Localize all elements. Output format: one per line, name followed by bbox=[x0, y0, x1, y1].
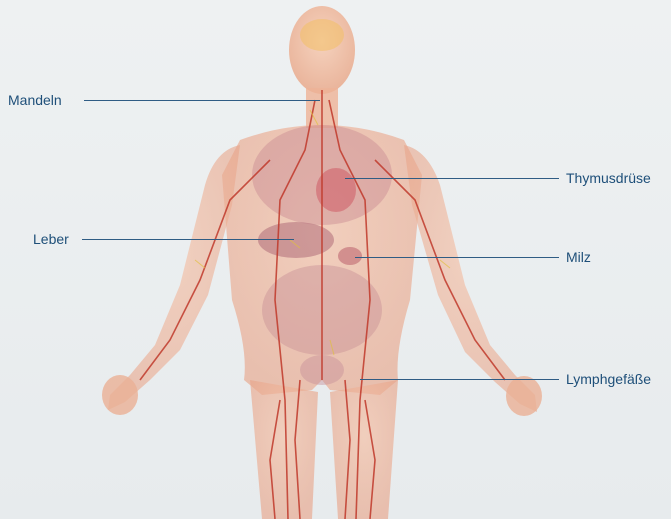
right-arm bbox=[404, 145, 537, 412]
label-thymus: Thymusdrüse bbox=[566, 170, 651, 186]
leader-tonsils bbox=[84, 100, 320, 101]
leader-spleen bbox=[355, 257, 559, 258]
left-arm bbox=[108, 145, 240, 410]
right-hand bbox=[506, 376, 542, 416]
left-hand bbox=[102, 375, 138, 415]
label-tonsils: Mandeln bbox=[8, 92, 62, 108]
leader-thymus bbox=[345, 178, 559, 179]
left-leg bbox=[250, 380, 318, 519]
leader-lymph-vessels bbox=[360, 379, 559, 380]
spleen-organ bbox=[338, 247, 362, 265]
label-lymph-vessels: Lymphgefäße bbox=[566, 371, 651, 387]
label-liver: Leber bbox=[33, 231, 69, 247]
label-spleen: Milz bbox=[566, 249, 591, 265]
right-leg bbox=[330, 380, 398, 519]
leader-liver bbox=[82, 239, 294, 240]
